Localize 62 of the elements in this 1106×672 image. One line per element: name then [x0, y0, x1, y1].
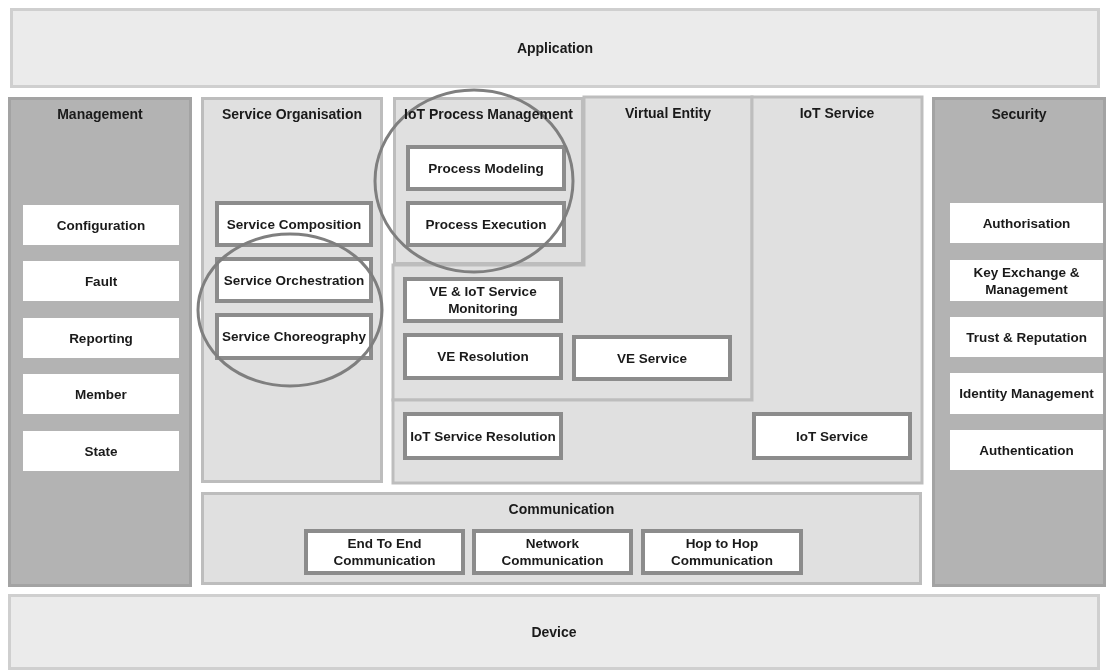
- function-box: [406, 145, 566, 191]
- box-label: State: [84, 442, 118, 460]
- function-box: [23, 431, 179, 471]
- box-label: Fault: [84, 272, 118, 290]
- box-label: Trust & Reputation: [966, 328, 1087, 346]
- function-box: [752, 412, 912, 460]
- side-panel: [8, 97, 192, 587]
- box-label: Identity Management: [959, 385, 1094, 402]
- box-label: Service Orchestration: [223, 271, 365, 289]
- panel-heading: Management: [56, 105, 144, 123]
- panel-heading: IoT Service: [798, 105, 876, 122]
- box-label: VE & IoT Service Monitoring: [428, 283, 538, 317]
- panel-heading: Virtual Entity: [623, 105, 713, 122]
- layer-band: [10, 8, 1100, 88]
- function-box: [950, 430, 1103, 470]
- function-box: [950, 373, 1103, 414]
- function-box: [950, 203, 1103, 243]
- function-box: [472, 529, 633, 575]
- box-label: Service Composition: [226, 215, 362, 233]
- group-panel: [393, 97, 584, 265]
- function-box: [215, 201, 373, 247]
- box-label: Authentication: [979, 441, 1074, 459]
- function-box: [403, 412, 563, 460]
- function-box: [23, 261, 179, 301]
- box-label: Reporting: [69, 329, 133, 347]
- box-label: IoT Service Resolution: [410, 427, 556, 445]
- box-label: End To End Communication: [332, 535, 437, 569]
- box-label: Network Communication: [500, 535, 605, 569]
- box-label: Configuration: [56, 216, 146, 234]
- box-label: Process Modeling: [428, 159, 544, 177]
- function-box: [572, 335, 732, 381]
- panel-heading: Device: [531, 623, 577, 641]
- panel-heading: Communication: [507, 500, 616, 518]
- function-box: [641, 529, 803, 575]
- box-label: VE Service: [617, 349, 687, 367]
- function-box: [406, 201, 566, 247]
- function-box: [304, 529, 465, 575]
- function-box: [215, 257, 373, 303]
- box-label: Hop to Hop Communication: [670, 535, 774, 569]
- group-panel: [201, 97, 383, 483]
- box-label: Process Execution: [425, 215, 547, 233]
- box-label: Key Exchange & Management: [972, 263, 1081, 298]
- group-panel: [201, 492, 922, 585]
- box-label: IoT Service: [795, 427, 868, 445]
- function-box: [403, 277, 563, 323]
- panel-heading: IoT Process Management: [403, 105, 574, 123]
- function-box: [215, 313, 373, 360]
- layer-band: [8, 594, 1100, 670]
- function-box: [23, 318, 179, 358]
- box-label: Authorisation: [982, 214, 1071, 232]
- panel-heading: Service Organisation: [220, 105, 364, 123]
- function-box: [23, 205, 179, 245]
- box-label: VE Resolution: [437, 348, 529, 365]
- panel-heading: Security: [990, 105, 1048, 123]
- side-panel: [932, 97, 1106, 587]
- function-box: [403, 333, 563, 380]
- function-box: [23, 374, 179, 414]
- function-box: [950, 260, 1103, 301]
- box-label: Member: [75, 385, 127, 403]
- box-label: Service Choreography: [221, 328, 367, 345]
- function-box: [950, 317, 1103, 357]
- panel-heading: Application: [516, 39, 594, 57]
